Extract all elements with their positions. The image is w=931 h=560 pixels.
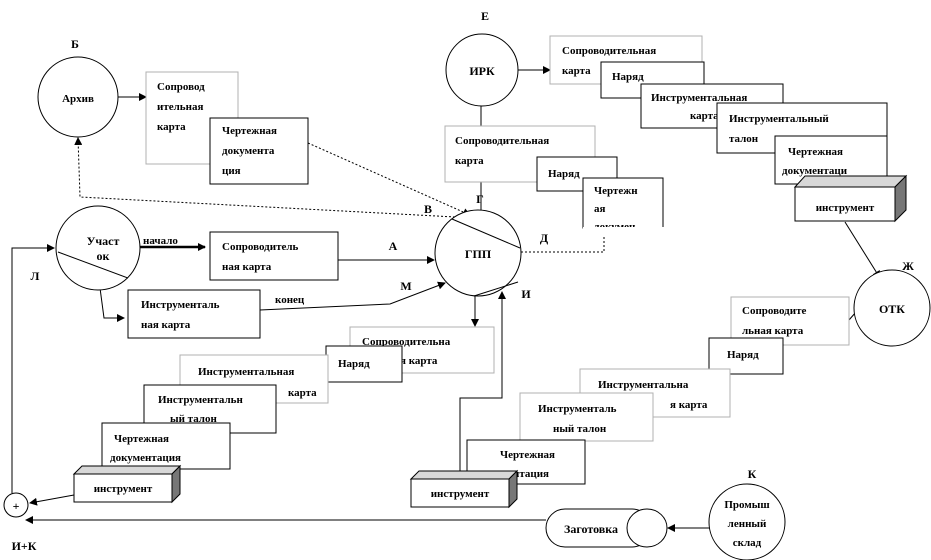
doc-text: ная карта [222, 261, 272, 273]
node-gpp: ГПП [434, 209, 522, 297]
doc-text: Инструментальный [729, 113, 829, 125]
doc-text: ая [594, 203, 606, 215]
letter-zh: Ж [902, 259, 914, 273]
doc-text: Сопроводитель [222, 241, 299, 253]
doc-text: Инструменталь [538, 403, 617, 415]
letter-e: Е [481, 9, 489, 23]
arrow-gpp-to-archive [74, 137, 456, 218]
section-label-2: ок [97, 249, 110, 263]
doc-text: ный талон [553, 423, 607, 435]
doc-text: Инструментальная [198, 366, 294, 378]
doc-text: Наряд [548, 168, 580, 180]
doc-text: ительная [157, 101, 203, 113]
letters: Б Е Г В Д А М И Л Ж К И+К [12, 9, 915, 553]
arrow-section-to-instr [99, 287, 125, 322]
start-label: начало [143, 235, 178, 247]
doc-text: Сопроводите [742, 305, 806, 317]
warehouse-label-2: ленный [728, 518, 767, 530]
doc-text: документация [110, 452, 181, 464]
docs-g: Сопроводительная карта Наряд Чертежн ая … [444, 125, 665, 235]
doc-text: документа [222, 145, 275, 157]
archive-label: Архив [62, 93, 94, 105]
doc-text: Наряд [338, 358, 370, 370]
doc-text: Сопроводительная [455, 135, 549, 147]
arrow-end-to-gpp [259, 281, 446, 311]
doc-text: карта [455, 155, 484, 167]
node-blank: Заготовка [545, 508, 668, 548]
node-plus: + [3, 492, 29, 518]
doc-text: документаци [782, 165, 848, 177]
doc-text: я карта [400, 355, 438, 367]
instrument-label: инструмент [816, 202, 875, 214]
letter-i: И [521, 287, 531, 301]
doc-text: Чертежная [788, 146, 843, 158]
letter-d: Д [540, 231, 549, 245]
arrow-zh-to-gpp [459, 291, 506, 475]
docs-m: Инструменталь ная карта [127, 289, 261, 339]
docs-a: Сопроводитель ная карта [209, 231, 339, 281]
doc-text: талон [729, 133, 759, 145]
warehouse-label-3: склад [733, 537, 762, 549]
instrument-label: инструмент [431, 488, 490, 500]
node-otk: ОТК [853, 269, 931, 347]
section-label-1: Участ [87, 234, 120, 248]
doc-text: Чертежная [500, 449, 555, 461]
doc-text: Сопровод [157, 81, 205, 93]
node-irk: ИРК [445, 33, 519, 107]
doc-text: ная карта [141, 319, 191, 331]
doc-text: Чертежн [594, 185, 638, 197]
doc-text: карта [562, 65, 591, 77]
docs-e: Сопроводительная карта Наряд Инструмента… [549, 35, 908, 223]
doc-text: Инструменталь [141, 299, 220, 311]
docs-zh: Сопроводите льная карта Наряд Инструмент… [409, 296, 850, 509]
doc-text: карта [288, 387, 317, 399]
doc-text: Чертежная [114, 433, 169, 445]
letter-b: Б [71, 37, 79, 51]
doc-text: Инструментальна [598, 379, 689, 391]
doc-text: Наряд [727, 349, 759, 361]
doc-text: ция [222, 165, 241, 177]
arrow-docs-to-gpp [307, 142, 471, 216]
otk-label: ОТК [879, 302, 905, 316]
plus-label: + [13, 499, 20, 513]
letter-a: А [389, 239, 398, 253]
node-section: Участ ок [55, 205, 141, 291]
end-label: конец [275, 294, 305, 306]
irk-label: ИРК [469, 64, 495, 78]
doc-text: Сопроводительна [362, 336, 451, 348]
instrument-label: инструмент [94, 483, 153, 495]
doc-text: карта [690, 110, 719, 122]
docs-b: Сопровод ительная карта Чертежная докуме… [145, 71, 309, 185]
doc-text: Наряд [612, 71, 644, 83]
letter-m: М [400, 279, 411, 293]
doc-text: Инструментальн [158, 394, 243, 406]
connectors [11, 66, 881, 532]
arrow-l-to-plus [29, 494, 75, 506]
doc-text: Сопроводительная [562, 45, 656, 57]
letter-ik: И+К [12, 539, 37, 553]
doc-text: карта [157, 121, 186, 133]
arrow-instrument-to-otk [844, 221, 881, 279]
doc-text: Инструментальная [651, 92, 747, 104]
arrow-plus-to-section [11, 244, 55, 493]
gpp-label: ГПП [465, 247, 492, 261]
doc-text: ый талон [170, 413, 217, 425]
doc-text: Чертежная [222, 125, 277, 137]
letter-k: К [748, 467, 757, 481]
letter-l: Л [31, 269, 40, 283]
node-archive: Архив [37, 56, 119, 138]
doc-text: льная карта [742, 325, 804, 337]
blank-label: Заготовка [564, 522, 618, 536]
doc-text: я карта [670, 399, 708, 411]
warehouse-label-1: Промыш [724, 499, 769, 511]
node-warehouse: Промыш ленный склад [708, 483, 786, 560]
letter-g: Г [476, 192, 484, 206]
letter-v: В [424, 202, 432, 216]
docs-l: Сопроводительна я карта Наряд Инструмент… [72, 326, 495, 504]
